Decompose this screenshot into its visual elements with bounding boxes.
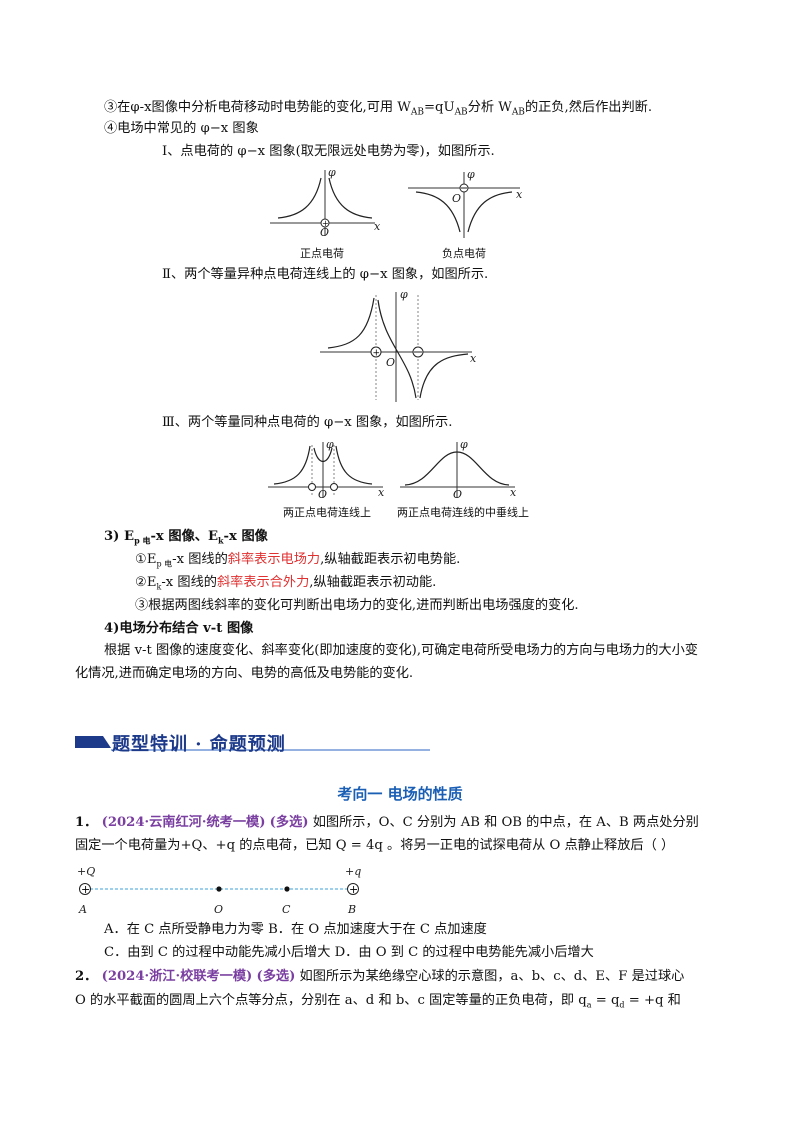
curve-right [328,177,373,219]
label-plus-Q: +Q [77,865,95,878]
graph-opposite-charges: + φ x O [320,288,477,402]
banner-title: 题型特训 · 命题预测 [112,734,286,755]
curve-bell [404,451,510,486]
x-label: x [378,486,385,499]
curve-left [415,191,461,233]
graph-negative-charge: φ x O [408,168,523,238]
paragraph-ek-slope: ②Ek-x 图线的斜率表示合外力,纵轴截距表示初动能. [135,575,437,592]
curve-right [419,353,469,399]
paragraph-slope-change: ③根据两图线斜率的变化可判断出电场力的变化,进而判断出电场强度的变化. [135,598,579,613]
paragraph-common-graphs: ④电场中常见的 φ−x 图象 [104,121,259,136]
curve-left [273,445,311,485]
question-1-line1: 1． (2024·云南红河·统考一模) (多选) 如图所示，O、C 分别为 AB… [75,815,699,830]
question-1-line2: 固定一个电荷量为+Q、+q 的点电荷，已知 Q = 4q 。将另一正电的试探电荷… [75,838,675,853]
charge-A-icon [79,883,91,895]
charge-B-icon [347,883,359,895]
svg-text:+: + [81,883,90,896]
label-B: B [347,903,356,916]
caption-negative: 负点电荷 [442,247,486,260]
caption-positive: 正点电荷 [300,247,344,260]
paragraph-opposite-charges: Ⅱ、两个等量异种点电荷连线上的 φ−x 图象，如图所示. [162,267,489,282]
paragraph-like-charges: Ⅲ、两个等量同种点电荷的 φ−x 图象，如图所示. [162,415,453,430]
origin-label: O [318,488,327,501]
label-O: O [214,903,223,916]
caption-like-line: 两正点电荷连线上 [283,506,371,519]
origin-label: O [320,226,329,239]
svg-text:+: + [322,219,329,228]
x-label: x [516,188,523,201]
section-title: 考向一 电场的性质 [337,785,463,803]
graph-positive-charge: + φ x O [270,166,381,239]
phi-label: φ [326,438,334,451]
positive-charge-icon [308,483,316,491]
svg-text:+: + [373,349,381,359]
phi-label: φ [328,166,336,179]
paragraph-ep-slope: ①Ep 电-x 图线的斜率表示电场力,纵轴截距表示初电势能. [135,552,461,569]
phi-label: φ [400,288,408,301]
label-plus-q: +q [345,865,361,878]
origin-label: O [386,356,395,369]
x-label: x [470,352,477,365]
point-C [284,886,290,892]
graph-like-charges-bisector: φ x O [400,438,517,501]
curve-left [277,177,322,219]
origin-label: O [453,488,462,501]
label-C: C [282,903,291,916]
svg-text:+: + [349,883,358,896]
curve-middle [313,447,333,463]
question-1-options-ab: A．在 C 点所受静电力为零 B．在 O 点加速度大于在 C 点加速度 [104,922,487,937]
x-label: x [510,486,517,499]
curve-left [327,297,375,349]
section-banner [75,736,430,751]
phi-label: φ [467,168,475,181]
origin-label: O [452,192,461,205]
paragraph-point-charge: Ⅰ、点电荷的 φ−x 图象(取无限远处电势为零)，如图所示. [162,144,495,159]
heading-vt: 4)电场分布结合 v-t 图像 [104,621,254,636]
curve-middle [377,299,417,399]
phi-label: φ [460,438,468,451]
q1-diagram: + + +Q +q A O C B [77,865,361,916]
curve-right [467,191,513,233]
curve-right [335,445,373,485]
graph-like-charges-line: φ x O [268,438,385,501]
paragraph-vt-2: 化情况,进而确定电场的方向、电势的高低及电势能的变化. [75,666,414,681]
question-2-line1: 2． (2024·浙江·校联考一模) (多选) 如图所示为某绝缘空心球的示意图，… [75,969,685,984]
caption-like-bisector: 两正点电荷连线的中垂线上 [397,506,529,519]
paragraph-vt-1: 根据 v-t 图像的速度变化、斜率变化(即加速度的变化),可确定电荷所受电场力的… [104,643,698,658]
positive-charge-icon [320,218,330,228]
x-label: x [374,220,381,233]
paragraph-phi-x-analysis: ③在φ-x图像中分析电荷移动时电势能的变化,可用 WAB=qUAB分析 WAB的… [104,100,653,118]
question-2-line2: O 的水平截面的圆周上六个点等分点，分别在 a、d 和 b、c 固定等量的正负电… [75,993,681,1010]
heading-ep-ek: 3) Ep 电-x 图像、Ek-x 图像 [104,529,268,546]
point-O [216,886,222,892]
positive-charge-icon [370,346,382,358]
positive-charge-icon [330,483,338,491]
label-A: A [78,903,87,916]
question-1-options-cd: C．由到 C 的过程中动能先减小后增大 D．由 O 到 C 的过程中电势能先减小… [104,945,594,960]
